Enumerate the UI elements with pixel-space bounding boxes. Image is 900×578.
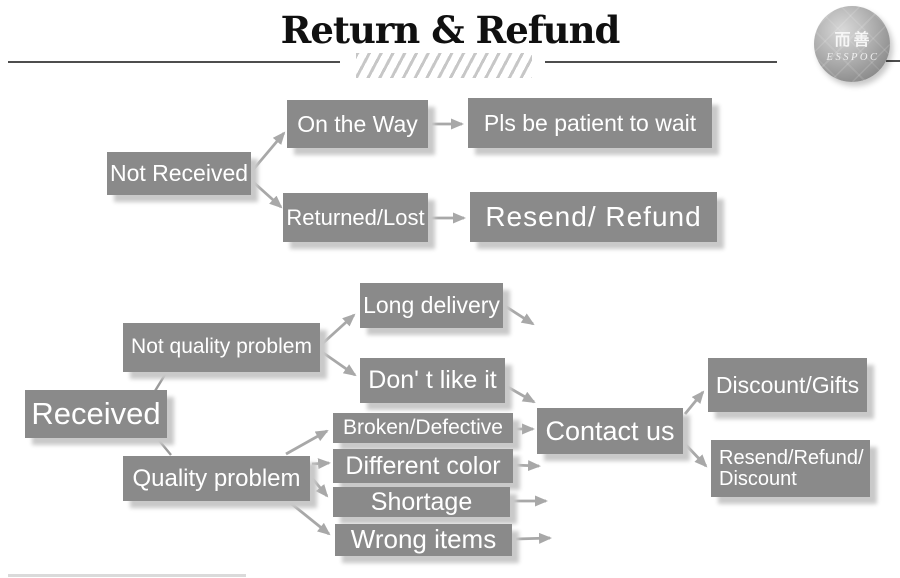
node-dont-like-it: Don' t like it <box>360 358 505 403</box>
page-title: Return & Refund <box>280 8 621 52</box>
arrow-quality-to-wrong-items <box>287 499 331 536</box>
node-pls-be-patient: Pls be patient to wait <box>468 98 712 148</box>
arrow-long-delivery-to-contact <box>504 304 535 326</box>
node-not-quality-problem: Not quality problem <box>123 323 320 372</box>
title-rule-right <box>545 61 777 63</box>
arrow-quality-to-broken <box>285 429 329 456</box>
arrow-different-color-to-contact <box>512 460 541 472</box>
node-resend-refund: Resend/ Refund <box>470 192 717 242</box>
arrow-contact-to-discount-gifts <box>683 390 705 415</box>
node-different-color: Different color <box>333 449 513 483</box>
esspoc-logo: 而善 ESSPOC <box>814 6 890 82</box>
arrow-quality-to-different-color <box>311 458 331 470</box>
logo-brand-text: ESSPOC <box>826 51 880 63</box>
line-received-to-quality <box>156 437 172 456</box>
node-received: Received <box>25 390 167 438</box>
title-rule-left <box>8 61 340 63</box>
node-broken-defective: Broken/Defective <box>333 413 513 443</box>
node-quality-problem: Quality problem <box>123 456 310 501</box>
node-resend-refund-discount-line1: Resend/Refund/ <box>719 446 864 469</box>
arrow-not-quality-to-dont-like <box>321 350 357 377</box>
node-resend-refund-discount-line2: Discount <box>719 467 797 490</box>
title-rule-edge <box>886 60 900 62</box>
node-shortage: Shortage <box>333 487 510 517</box>
node-discount-gifts: Discount/Gifts <box>708 358 867 412</box>
logo-chinese-text: 而善 <box>834 29 873 49</box>
line-received-to-not-quality <box>153 372 168 392</box>
node-returned-lost: Returned/Lost <box>283 193 428 242</box>
arrow-contact-to-resend-refund-discount <box>683 443 708 468</box>
node-resend-refund-discount: Resend/Refund/ Discount <box>711 440 870 497</box>
node-contact-us: Contact us <box>537 408 683 454</box>
title-hatch-decoration <box>356 53 532 78</box>
arrow-not-quality-to-long-delivery <box>321 313 356 346</box>
arrow-not-received-to-returned-lost <box>251 179 283 209</box>
cutoff-shape-bottom <box>8 574 246 577</box>
arrow-not-received-to-on-the-way <box>250 131 286 172</box>
arrow-wrong-items-to-contact <box>515 532 552 544</box>
arrow-quality-to-shortage <box>310 477 329 498</box>
node-long-delivery: Long delivery <box>360 283 503 328</box>
node-wrong-items: Wrong items <box>335 524 512 556</box>
node-not-received: Not Received <box>107 152 251 195</box>
arrow-dont-like-to-contact <box>505 384 536 404</box>
node-on-the-way: On the Way <box>287 100 428 148</box>
